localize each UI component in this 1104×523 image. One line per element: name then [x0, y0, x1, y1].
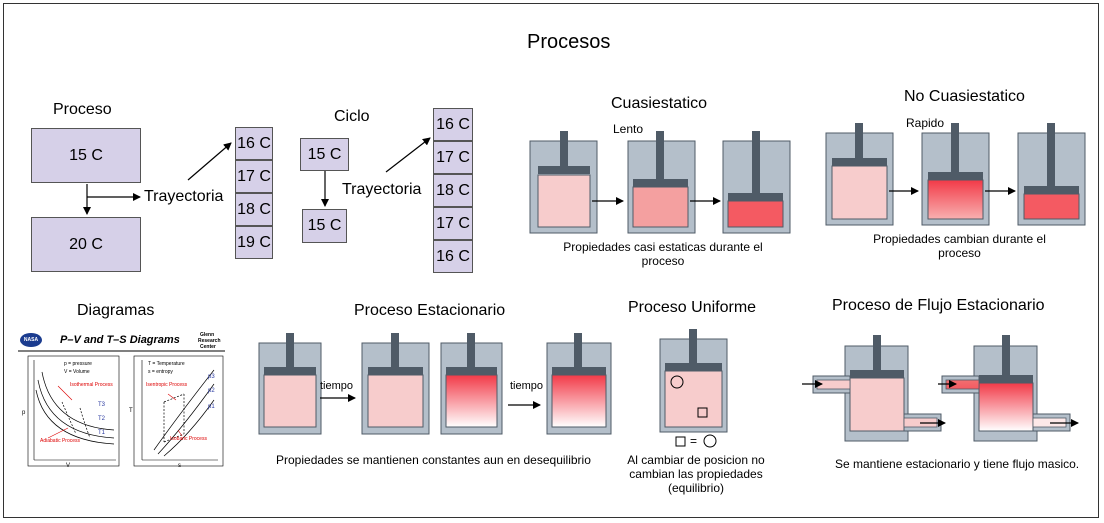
ts-legend-entropy: s = entropy: [148, 369, 173, 375]
estacionario-heading: Proceso Estacionario: [354, 302, 506, 319]
page-title: Procesos: [527, 31, 611, 53]
ts-ylabel: T: [129, 408, 133, 414]
ts-xlabel: s: [178, 463, 181, 469]
pv-legend-volume: V = Volume: [64, 369, 90, 375]
ciclo-state-bottom: 15 C: [302, 209, 347, 243]
no-cuasiestatico-heading: No Cuasiestatico: [904, 88, 1025, 105]
diagram-frame: [3, 3, 1099, 518]
ciclo-path-cell: 17 C: [433, 141, 473, 174]
ts-isobaric-label: Isobaric Process: [170, 436, 207, 442]
cuasiestatico-speed: Lento: [613, 122, 644, 136]
ciclo-state-top: 15 C: [300, 138, 349, 171]
pv-ts-plots: [18, 350, 225, 467]
pv-isothermal-label: Isothermal Process: [70, 382, 113, 388]
pv-temp-t1: T1: [98, 430, 106, 436]
ciclo-path-cell: 16 C: [433, 108, 473, 141]
pv-temp-t3: T3: [98, 402, 106, 408]
pv-ts-title: P–V and T–S Diagrams: [60, 334, 180, 346]
proceso-state-top: 15 C: [31, 128, 141, 183]
pv-ts-diagram-image: NASA P–V and T–S Diagrams Glenn Research…: [18, 330, 225, 472]
pv-adiabatic-label: Adiabatic Process: [40, 438, 81, 444]
estacionario-tiempo-2: tiempo: [510, 380, 544, 392]
flujo-heading: Proceso de Flujo Estacionario: [832, 297, 1045, 314]
proceso-path-cell: 16 C: [235, 127, 273, 160]
center-label: Center: [200, 344, 216, 350]
uniforme-cylinder: [659, 329, 728, 448]
proceso-path-cell: 18 C: [235, 193, 273, 226]
cuasiestatico-cylinders: [529, 131, 791, 234]
glenn-label: Glenn: [200, 332, 215, 338]
uniforme-caption: Al cambiar de posicion no cambian las pr…: [627, 453, 765, 495]
ts-isentropic-label: Isentropic Process: [146, 382, 188, 388]
no-cuasiestatico-cylinders: [825, 123, 1086, 226]
cuasiestatico-caption: Propiedades casi estaticas durante el pr…: [563, 240, 763, 268]
ts-legend-temperature: T = Temperature: [148, 361, 185, 367]
ciclo-path-cell: 18 C: [433, 174, 473, 207]
diagramas-heading: Diagramas: [77, 302, 155, 319]
proceso-state-bottom: 20 C: [31, 217, 141, 272]
proceso-path-cell: 17 C: [235, 160, 273, 193]
estacionario-tiempo-1: tiempo: [320, 380, 354, 392]
nasa-logo: NASA: [20, 333, 42, 347]
uniforme-equals: =: [690, 434, 698, 448]
proceso-heading: Proceso: [53, 101, 112, 118]
ciclo-path-cell: 16 C: [433, 240, 473, 273]
pv-temp-t2: T2: [98, 416, 106, 422]
ciclo-path-cell: 17 C: [433, 207, 473, 240]
pv-legend-pressure: p = pressure: [64, 361, 92, 367]
cuasiestatico-heading: Cuasiestatico: [611, 95, 708, 112]
proceso-path-cell: 19 C: [235, 226, 273, 259]
estacionario-cylinders: [258, 333, 612, 435]
estacionario-caption: Propiedades se mantienen constantes aun …: [276, 453, 591, 467]
no-cuasiestatico-speed: Rapido: [906, 116, 945, 130]
ciclo-trayectoria-label: Trayectoria: [342, 181, 422, 198]
research-label: Research: [198, 338, 221, 344]
flujo-devices: [802, 335, 1079, 442]
proceso-trayectoria-label: Trayectoria: [144, 188, 224, 205]
ts-pressure-p3: p3: [208, 374, 215, 380]
no-cuasiestatico-caption: Propiedades cambian durante el proceso: [873, 232, 1046, 260]
ciclo-arrows: [321, 137, 431, 207]
flujo-caption: Se mantiene estacionario y tiene flujo m…: [835, 457, 1080, 471]
pv-ylabel: p: [22, 410, 26, 416]
ts-pressure-p2: p2: [208, 388, 215, 394]
uniforme-heading: Proceso Uniforme: [628, 299, 757, 316]
proceso-arrows: [83, 142, 232, 215]
ts-pressure-p1: p1: [208, 404, 215, 410]
pv-xlabel: V: [66, 463, 71, 469]
ciclo-heading: Ciclo: [334, 108, 370, 125]
